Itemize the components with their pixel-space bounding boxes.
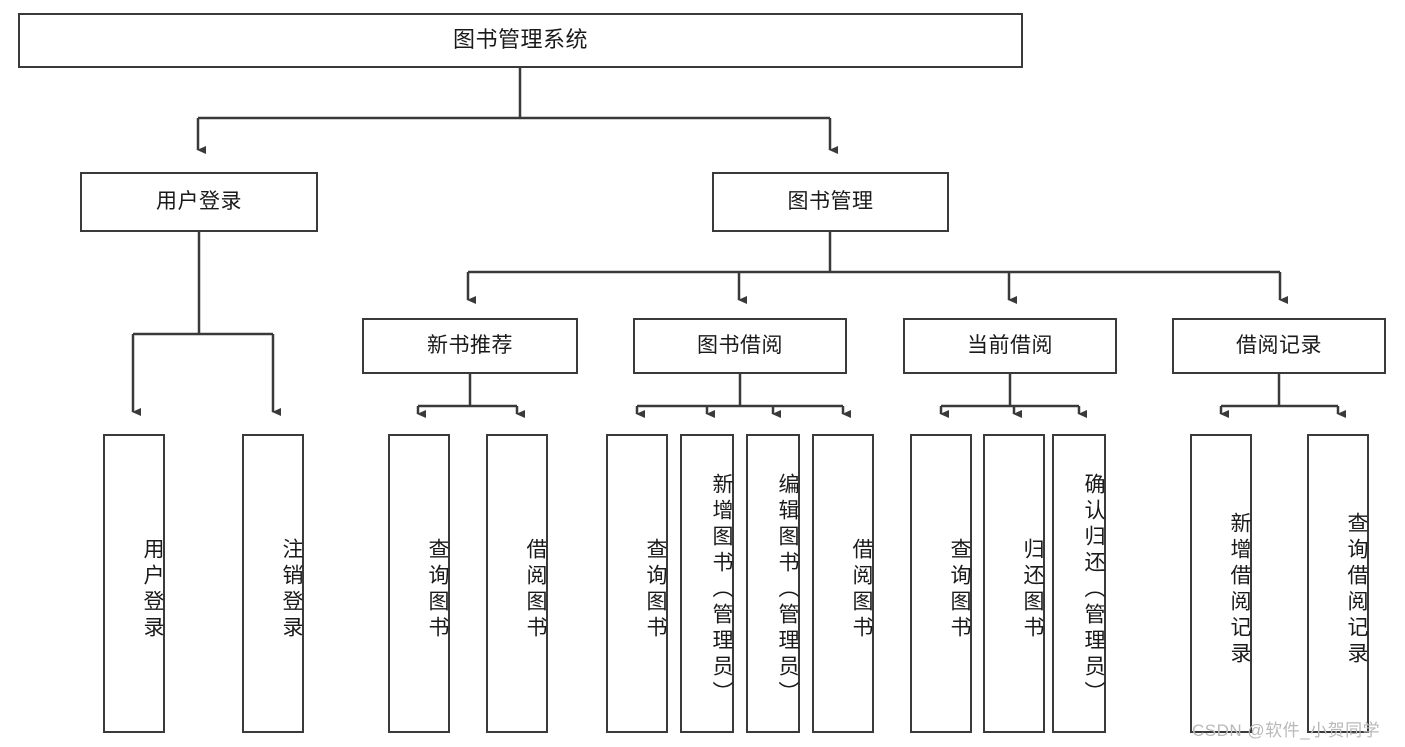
csdn-watermark: CSDN @软件_小贺同学 (1192, 716, 1380, 741)
node-current-borrow-label: 当前借阅 (967, 334, 1053, 358)
node-leaf-add-book-admin-label: 新增图书（管理员） (710, 472, 733, 707)
node-user-login[interactable]: 用户登录 (80, 172, 318, 232)
node-leaf-add-book-admin[interactable]: 新增图书（管理员） (680, 434, 734, 733)
node-leaf-query-book-3-label: 查询图书 (948, 537, 971, 642)
node-leaf-user-login-label: 用户登录 (141, 537, 164, 642)
node-leaf-return-book[interactable]: 归还图书 (983, 434, 1045, 733)
node-leaf-edit-book-admin-label: 编辑图书（管理员） (776, 472, 799, 707)
node-leaf-query-borrow-record[interactable]: 查询借阅记录 (1307, 434, 1369, 733)
node-book-manage[interactable]: 图书管理 (712, 172, 949, 232)
node-leaf-query-book-1-label: 查询图书 (426, 537, 449, 642)
node-leaf-return-book-label: 归还图书 (1021, 537, 1044, 642)
node-leaf-add-borrow-record[interactable]: 新增借阅记录 (1190, 434, 1252, 733)
node-leaf-add-borrow-record-label: 新增借阅记录 (1228, 511, 1251, 668)
csdn-watermark-text: CSDN @软件_小贺同学 (1192, 721, 1381, 740)
node-book-borrow[interactable]: 图书借阅 (633, 318, 847, 374)
node-user-login-label: 用户登录 (156, 190, 242, 214)
node-leaf-edit-book-admin[interactable]: 编辑图书（管理员） (746, 434, 800, 733)
node-leaf-confirm-return-admin-label: 确认归还（管理员） (1082, 472, 1105, 707)
node-borrow-record[interactable]: 借阅记录 (1172, 318, 1386, 374)
node-leaf-borrow-book-2[interactable]: 借阅图书 (812, 434, 874, 733)
node-leaf-query-borrow-record-label: 查询借阅记录 (1345, 511, 1368, 668)
node-leaf-query-book-2-label: 查询图书 (644, 537, 667, 642)
node-borrow-record-label: 借阅记录 (1236, 334, 1322, 358)
node-leaf-confirm-return-admin[interactable]: 确认归还（管理员） (1052, 434, 1106, 733)
node-leaf-user-logout-label: 注销登录 (280, 537, 303, 642)
node-leaf-borrow-book-1-label: 借阅图书 (524, 537, 547, 642)
node-new-book-recommend-label: 新书推荐 (427, 334, 513, 358)
node-leaf-user-login[interactable]: 用户登录 (103, 434, 165, 733)
node-leaf-query-book-2[interactable]: 查询图书 (606, 434, 668, 733)
node-leaf-user-logout[interactable]: 注销登录 (242, 434, 304, 733)
node-new-book-recommend[interactable]: 新书推荐 (362, 318, 578, 374)
node-root-label: 图书管理系统 (452, 27, 588, 53)
node-leaf-query-book-3[interactable]: 查询图书 (910, 434, 972, 733)
node-book-borrow-label: 图书借阅 (697, 334, 783, 358)
node-root[interactable]: 图书管理系统 (18, 13, 1023, 68)
node-current-borrow[interactable]: 当前借阅 (903, 318, 1117, 374)
node-leaf-query-book-1[interactable]: 查询图书 (388, 434, 450, 733)
node-leaf-borrow-book-2-label: 借阅图书 (850, 537, 873, 642)
node-book-manage-label: 图书管理 (787, 190, 874, 214)
node-leaf-borrow-book-1[interactable]: 借阅图书 (486, 434, 548, 733)
